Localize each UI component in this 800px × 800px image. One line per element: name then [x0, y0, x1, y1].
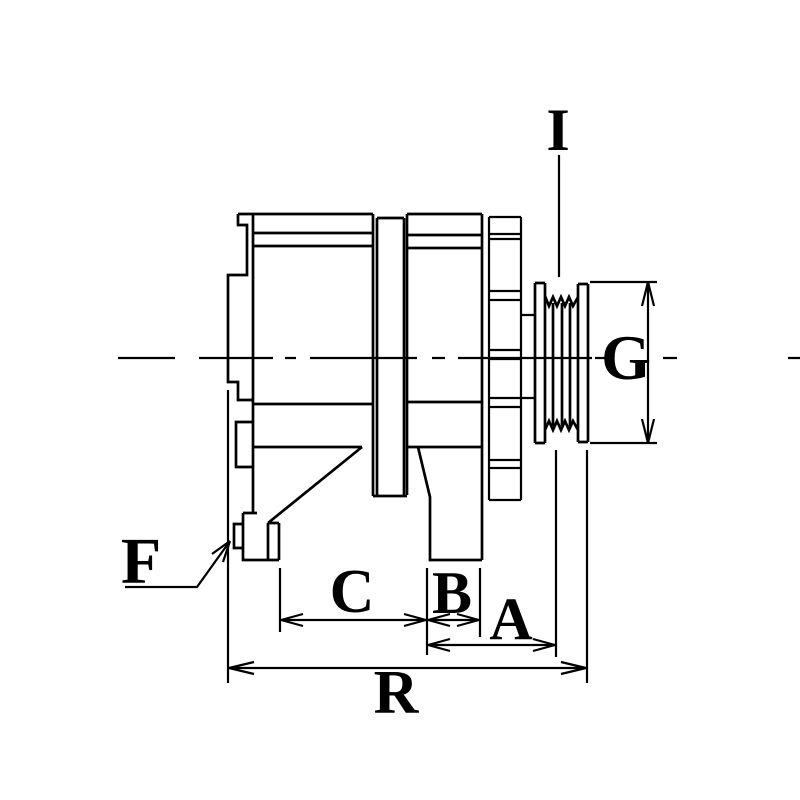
dim-label-b: B	[432, 560, 472, 626]
dimension-r: R	[226, 390, 589, 727]
dim-label-f: F	[121, 525, 161, 598]
rear-bracket-outline	[405, 212, 484, 562]
dim-a-lines	[427, 450, 558, 657]
dimension-b: B	[425, 560, 482, 655]
front-bracket-outline	[226, 212, 375, 562]
dim-b-lines	[425, 568, 482, 655]
dimension-f: F	[121, 525, 232, 598]
dimension-c: C	[278, 558, 427, 632]
dim-r-lines	[226, 390, 589, 683]
dimension-g: G	[590, 280, 657, 445]
dimension-i: I	[546, 97, 570, 277]
dim-label-i: I	[546, 97, 569, 163]
dim-label-r: R	[374, 659, 420, 727]
shaft-lines	[521, 313, 535, 400]
alternator-outline	[226, 212, 590, 562]
dim-g-lines	[590, 280, 657, 445]
dim-label-a: A	[489, 586, 532, 652]
dimension-a: A	[427, 450, 558, 657]
dim-c-lines	[278, 568, 427, 632]
pulley-outline	[533, 281, 590, 445]
dim-label-c: C	[330, 558, 375, 626]
dim-label-g: G	[601, 322, 651, 393]
